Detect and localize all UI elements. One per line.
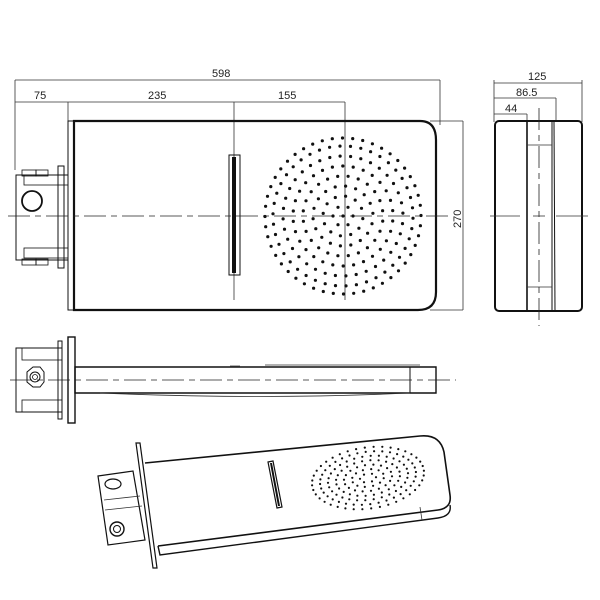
end-view: 125 86.5 44	[490, 71, 588, 326]
side-body	[74, 366, 437, 394]
nozzle-pattern	[263, 136, 423, 296]
iso-nozzle-pattern	[311, 445, 425, 511]
dim-height: 270	[452, 210, 464, 228]
dim-end-width-mid: 86.5	[516, 87, 537, 99]
front-view: 598 75 235 155 270	[8, 68, 464, 312]
dim-slot-to-nozzles: 155	[278, 90, 296, 102]
light-slot-inner	[232, 157, 236, 273]
side-view	[10, 336, 456, 424]
dim-overall-length: 598	[212, 68, 230, 80]
dim-end-width: 125	[528, 71, 546, 83]
dim-end-width-inner: 44	[505, 103, 517, 115]
dim-wall-box-depth: 75	[34, 90, 46, 102]
shower-plate	[72, 119, 438, 312]
isometric-view	[97, 435, 452, 569]
iso-body	[144, 435, 452, 547]
wall-box	[15, 165, 69, 269]
light-slot	[228, 154, 241, 276]
dim-arm-to-slot: 235	[148, 90, 166, 102]
